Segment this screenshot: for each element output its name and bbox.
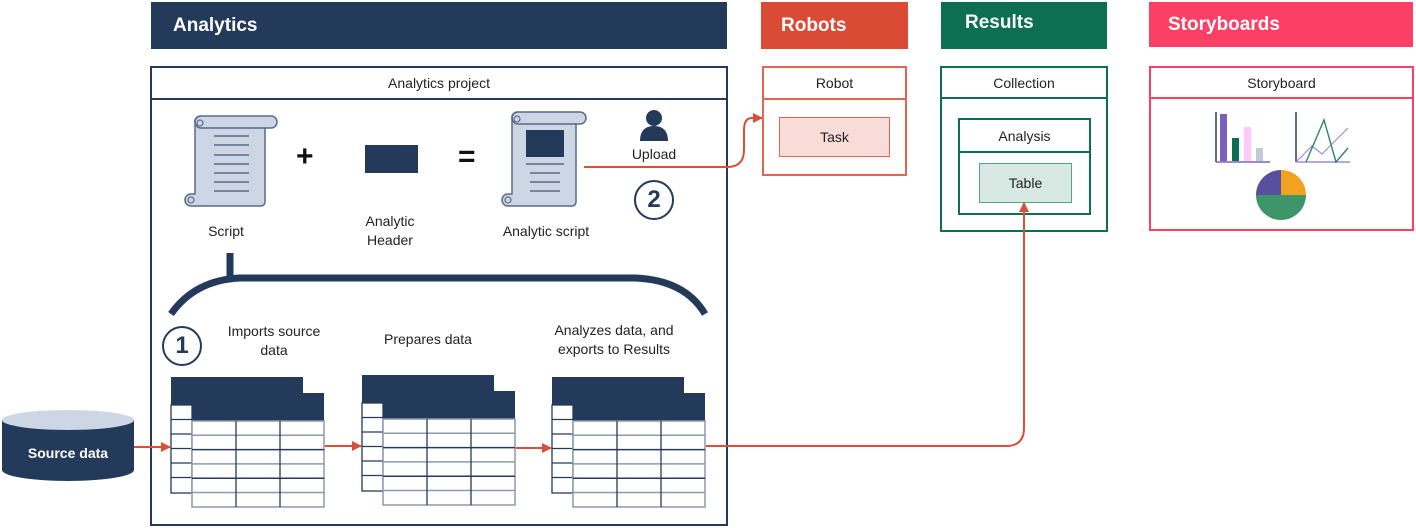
step-analyzes-line2: exports to Results: [557, 341, 671, 357]
step-2-number: 2: [647, 186, 661, 213]
line-chart-icon: [1295, 112, 1350, 164]
robot-box-header: Robot: [764, 68, 905, 100]
collection-box: Collection Analysis Table: [940, 66, 1108, 232]
results-banner-title: Results: [965, 12, 1034, 33]
script-label: Script: [208, 223, 244, 239]
robot-box-title: Robot: [815, 75, 854, 91]
analytic-header-label-line2: Header: [367, 232, 413, 248]
analysis-box-title: Analysis: [998, 127, 1051, 144]
table-label: Table: [1008, 175, 1043, 191]
table-front-header: [192, 393, 324, 421]
step-imports-line2: data: [260, 342, 288, 358]
analysis-box: Analysis Table: [958, 118, 1091, 215]
analytics-project-header: Analytics project: [152, 68, 726, 100]
task-label: Task: [820, 129, 849, 145]
analysis-box-header: Analysis: [960, 120, 1089, 153]
storyboards-banner: Storyboards: [1149, 2, 1413, 47]
user-icon: [640, 110, 668, 141]
step-prepares-label: Prepares data: [366, 330, 490, 349]
step-prepares-line1: Prepares data: [384, 331, 472, 347]
step-2-badge: 2: [634, 180, 674, 220]
step-1-number: 1: [175, 332, 189, 359]
storyboard-box-title: Storyboard: [1247, 74, 1316, 91]
robots-banner: Robots: [761, 2, 908, 49]
table-front-header: [383, 391, 515, 419]
analytics-banner: Analytics: [151, 2, 727, 49]
storyboards-banner-title: Storyboards: [1168, 13, 1280, 35]
step-imports-line1: Imports source: [227, 323, 321, 339]
collection-box-header: Collection: [942, 68, 1106, 99]
task-item[interactable]: Task: [779, 117, 890, 157]
source-data-label: Source data: [27, 445, 109, 461]
step-analyzes-label: Analyzes data, and exports to Results: [544, 321, 684, 359]
plus-sign: +: [296, 140, 314, 173]
header-block-icon: [365, 145, 418, 173]
table-item[interactable]: Table: [979, 163, 1072, 203]
step-imports-label: Imports source data: [212, 322, 336, 360]
analytic-script-label: Analytic script: [502, 223, 590, 239]
step-1-badge: 1: [162, 326, 202, 366]
table-icon: [170, 377, 325, 508]
scroll-icon: [184, 115, 278, 207]
results-banner: Results: [941, 2, 1107, 49]
equals-sign: =: [458, 140, 476, 173]
analytic-header-label-line1: Analytic: [365, 213, 415, 229]
brace-icon: [168, 253, 709, 317]
step-analyzes-line1: Analyzes data, and: [554, 322, 674, 338]
scroll-with-header-icon: [501, 111, 587, 207]
analytics-banner-title: Analytics: [173, 14, 258, 36]
table-front-header: [573, 393, 705, 421]
robot-box: Robot Task: [762, 66, 907, 176]
table-icon: [551, 377, 706, 508]
collection-box-title: Collection: [993, 74, 1055, 91]
pie-chart-icon: [1256, 170, 1306, 220]
upload-label: Upload: [631, 146, 677, 162]
analytic-header-label: Analytic Header: [354, 212, 426, 250]
arrow-analyze-to-results: [706, 202, 1029, 447]
storyboard-box-header: Storyboard: [1151, 68, 1412, 99]
table-icon: [361, 375, 516, 506]
analytics-project-title: Analytics project: [388, 75, 490, 91]
bar-chart-icon: [1215, 112, 1270, 163]
robots-banner-title: Robots: [781, 14, 847, 36]
database-icon: [2, 410, 134, 481]
